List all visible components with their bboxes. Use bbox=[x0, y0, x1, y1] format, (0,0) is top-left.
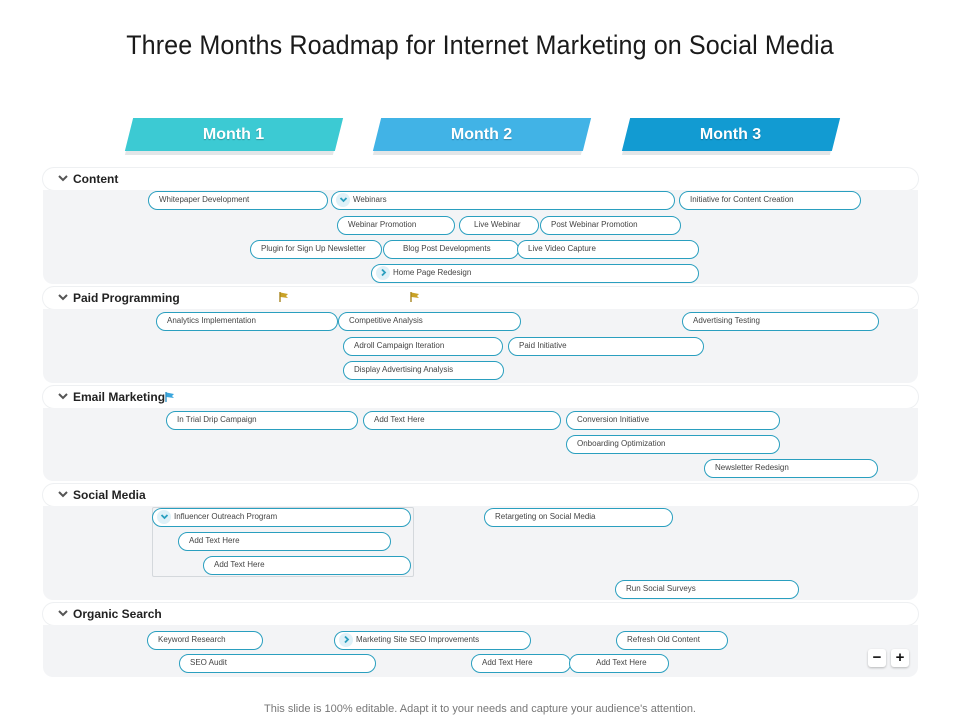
task-blog-post-developments[interactable]: Blog Post Developments bbox=[383, 240, 519, 259]
section-social-header[interactable]: Social Media bbox=[43, 484, 918, 506]
section-content-title: Content bbox=[73, 172, 119, 186]
chevron-down-icon[interactable] bbox=[57, 172, 69, 184]
month-1-label: Month 1 bbox=[203, 125, 265, 143]
task-whitepaper-development[interactable]: Whitepaper Development bbox=[148, 191, 328, 210]
task-plugin-signup-newsletter[interactable]: Plugin for Sign Up Newsletter bbox=[250, 240, 382, 259]
chevron-down-icon[interactable] bbox=[57, 607, 69, 619]
month-2-label: Month 2 bbox=[451, 125, 513, 143]
group-outline bbox=[152, 507, 414, 577]
task-home-page-redesign[interactable]: Home Page Redesign bbox=[371, 264, 699, 283]
month-1-header[interactable]: Month 1 bbox=[124, 118, 344, 151]
chevron-right-icon[interactable] bbox=[339, 632, 353, 647]
flag-milestone-icon[interactable] bbox=[409, 291, 421, 303]
footer-note: This slide is 100% editable. Adapt it to… bbox=[264, 703, 696, 715]
section-email-header[interactable]: Email Marketing bbox=[43, 386, 918, 408]
flag-milestone-icon[interactable] bbox=[278, 291, 290, 303]
section-organic-title: Organic Search bbox=[73, 607, 162, 621]
task-influencer-outreach-program[interactable]: Influencer Outreach Program bbox=[152, 508, 411, 527]
task-advertising-testing[interactable]: Advertising Testing bbox=[682, 312, 879, 331]
task-run-social-surveys[interactable]: Run Social Surveys bbox=[615, 580, 799, 599]
zoom-out-button[interactable]: − bbox=[868, 649, 886, 667]
task-onboarding-optimization[interactable]: Onboarding Optimization bbox=[566, 435, 780, 454]
task-add-text-here[interactable]: Add Text Here bbox=[203, 556, 411, 575]
chevron-down-icon[interactable] bbox=[336, 192, 350, 207]
task-retargeting-social-media[interactable]: Retargeting on Social Media bbox=[484, 508, 673, 527]
task-keyword-research[interactable]: Keyword Research bbox=[147, 631, 263, 650]
chevron-down-icon[interactable] bbox=[57, 291, 69, 303]
task-add-text-here[interactable]: Add Text Here bbox=[363, 411, 561, 430]
task-webinar-promotion[interactable]: Webinar Promotion bbox=[337, 216, 455, 235]
task-paid-initiative[interactable]: Paid Initiative bbox=[508, 337, 704, 356]
task-seo-audit[interactable]: SEO Audit bbox=[179, 654, 376, 673]
section-organic-header[interactable]: Organic Search bbox=[43, 603, 918, 625]
task-conversion-initiative[interactable]: Conversion Initiative bbox=[566, 411, 780, 430]
task-refresh-old-content[interactable]: Refresh Old Content bbox=[616, 631, 728, 650]
task-add-text-here[interactable]: Add Text Here bbox=[471, 654, 571, 673]
section-email-title: Email Marketing bbox=[73, 390, 166, 404]
section-paid-title: Paid Programming bbox=[73, 291, 180, 305]
flag-icon[interactable] bbox=[164, 391, 176, 403]
task-display-advertising-analysis[interactable]: Display Advertising Analysis bbox=[343, 361, 504, 380]
task-add-text-here[interactable]: Add Text Here bbox=[569, 654, 669, 673]
month-3-header[interactable]: Month 3 bbox=[621, 118, 841, 151]
task-in-trial-drip-campaign[interactable]: In Trial Drip Campaign bbox=[166, 411, 358, 430]
month-3-label: Month 3 bbox=[700, 125, 762, 143]
task-post-webinar-promotion[interactable]: Post Webinar Promotion bbox=[540, 216, 681, 235]
chevron-down-icon[interactable] bbox=[57, 390, 69, 402]
section-social-title: Social Media bbox=[73, 488, 146, 502]
task-newsletter-redesign[interactable]: Newsletter Redesign bbox=[704, 459, 878, 478]
page-title: Three Months Roadmap for Internet Market… bbox=[126, 30, 834, 60]
task-initiative-content-creation[interactable]: Initiative for Content Creation bbox=[679, 191, 861, 210]
chevron-right-icon[interactable] bbox=[376, 265, 390, 280]
task-webinars[interactable]: Webinars bbox=[331, 191, 675, 210]
task-adroll-campaign-iteration[interactable]: Adroll Campaign Iteration bbox=[343, 337, 503, 356]
task-marketing-site-seo[interactable]: Marketing Site SEO Improvements bbox=[334, 631, 531, 650]
task-competitive-analysis[interactable]: Competitive Analysis bbox=[338, 312, 521, 331]
chevron-down-icon[interactable] bbox=[57, 488, 69, 500]
task-add-text-here[interactable]: Add Text Here bbox=[178, 532, 391, 551]
section-content-header[interactable]: Content bbox=[43, 168, 918, 190]
task-analytics-implementation[interactable]: Analytics Implementation bbox=[156, 312, 338, 331]
section-paid-header[interactable]: Paid Programming bbox=[43, 287, 918, 309]
chevron-down-icon[interactable] bbox=[157, 509, 171, 524]
zoom-in-button[interactable]: + bbox=[891, 649, 909, 667]
task-live-webinar[interactable]: Live Webinar bbox=[459, 216, 539, 235]
month-2-header[interactable]: Month 2 bbox=[372, 118, 592, 151]
task-live-video-capture[interactable]: Live Video Capture bbox=[517, 240, 699, 259]
